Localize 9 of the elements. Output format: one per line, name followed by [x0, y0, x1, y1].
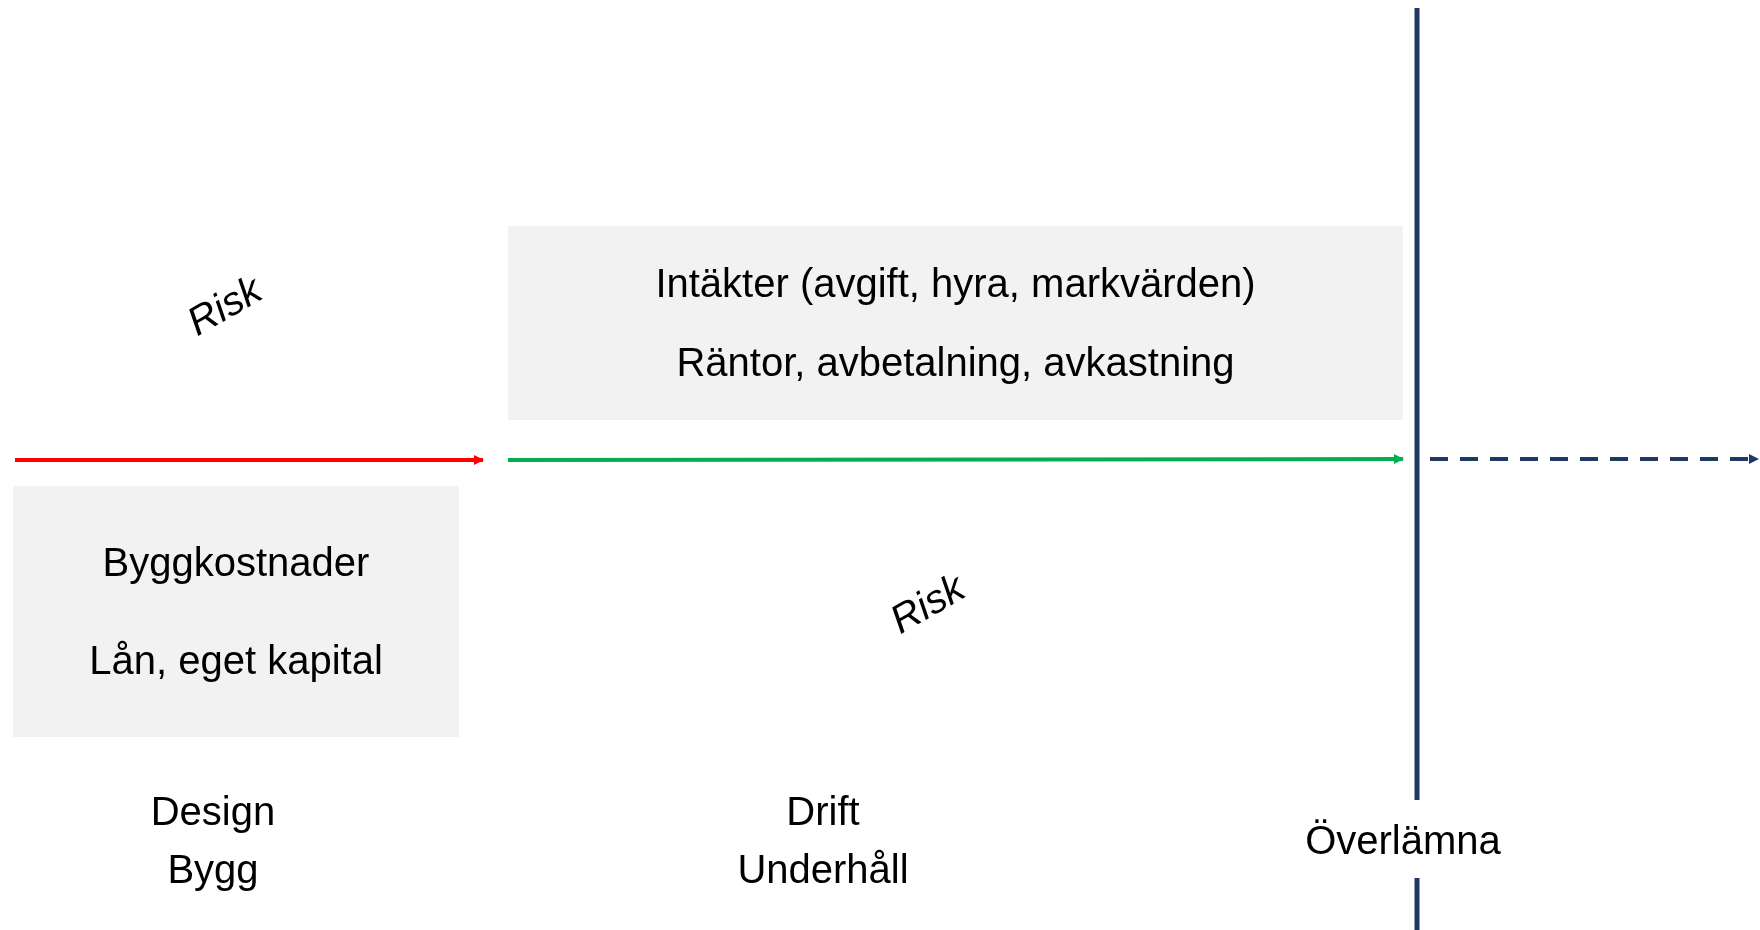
panel-text: Lån, eget kapital	[89, 638, 383, 684]
phase-label: Drift Underhåll	[736, 788, 910, 893]
panel-text: Byggkostnader	[102, 539, 370, 585]
milestone-label: Överlämna	[1304, 817, 1502, 864]
phase-label: Design Bygg	[149, 788, 277, 893]
risk-label: Risk	[178, 265, 270, 346]
panel-text: Intäkter (avgift, hyra, markvärden)	[655, 260, 1256, 306]
risk-label: Risk	[881, 563, 973, 644]
panel-text: Räntor, avbetalning, avkastning	[676, 340, 1235, 386]
